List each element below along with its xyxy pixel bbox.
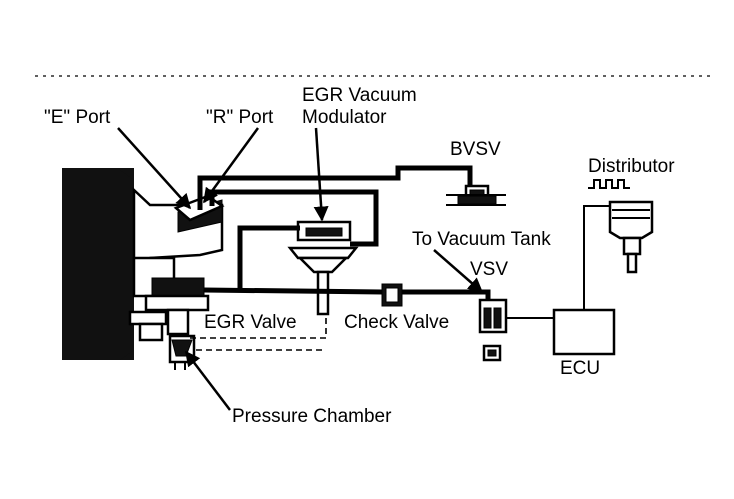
r-port-label: "R" Port: [206, 107, 274, 128]
egr-vacuum-modulator-label-line1: EGR Vacuum: [302, 85, 417, 106]
distributor-label: Distributor: [588, 156, 675, 177]
check-valve-label: Check Valve: [344, 312, 449, 333]
e-port-label: "E" Port: [44, 107, 111, 128]
intake-manifold: [62, 168, 225, 360]
egr-vacuum-modulator-label-line2: Modulator: [302, 107, 387, 128]
vsv-label: VSV: [470, 259, 508, 280]
pressure-chamber-label: Pressure Chamber: [232, 406, 392, 427]
ecu-label: ECU: [560, 358, 600, 379]
egr-vacuum-modulator: [287, 220, 359, 316]
egr-valve: [128, 277, 210, 370]
egr-valve-label: EGR Valve: [204, 312, 297, 333]
pulse-signal-icon: [588, 179, 630, 189]
pressure-lines: [190, 205, 610, 351]
distributor: [588, 179, 654, 274]
leader-lines: [117, 127, 484, 411]
bvsv: [446, 184, 506, 206]
check-valve: [381, 283, 403, 307]
to-vacuum-tank-label: To Vacuum Tank: [412, 229, 551, 250]
ecu-box: [552, 308, 616, 356]
vsv: [478, 298, 508, 362]
bvsv-label: BVSV: [450, 139, 501, 160]
